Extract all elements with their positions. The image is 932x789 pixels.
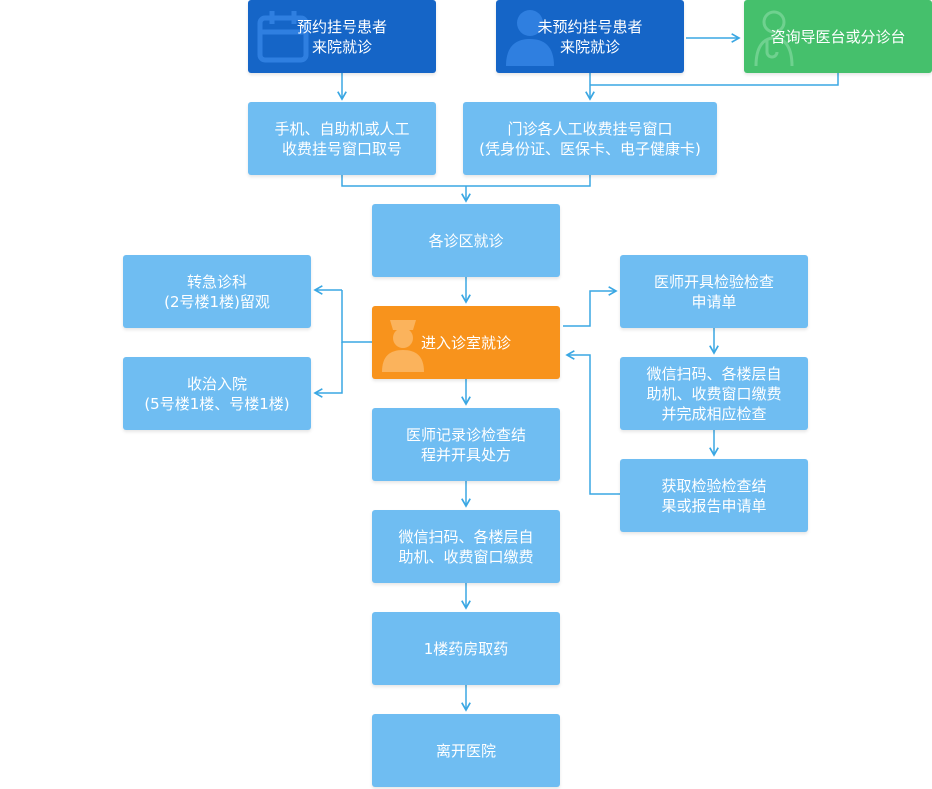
clinic-area-label: 各诊区就诊 xyxy=(428,231,504,250)
doctor-icon xyxy=(754,10,794,66)
arrow-room-to-tests xyxy=(563,286,618,327)
pay-tests-node: 微信扫码、各楼层自 助机、收费窗口缴费 并完成相应检查 xyxy=(620,357,808,430)
admission-label: 收治入院 (5号楼1楼、号楼1楼) xyxy=(144,374,290,413)
walkin-patient-label: 未预约挂号患者 来院就诊 xyxy=(537,17,643,56)
enter-room-node: 进入诊室就诊 xyxy=(372,306,560,379)
order-tests-node: 医师开具检验检查 申请单 xyxy=(620,255,808,328)
order-tests-label: 医师开具检验检查 申请单 xyxy=(653,272,774,311)
self-service-pickup-node: 手机、自助机或人工 收费挂号窗口取号 xyxy=(248,102,436,175)
get-results-label: 获取检验检查结 果或报告申请单 xyxy=(661,476,767,515)
record-prescription-node: 医师记录诊检查结 程并开具处方 xyxy=(372,408,560,481)
pay-prescription-label: 微信扫码、各楼层自 助机、收费窗口缴费 xyxy=(398,527,534,566)
admission-node: 收治入院 (5号楼1楼、号楼1楼) xyxy=(123,357,311,430)
leave-hospital-node: 离开医院 xyxy=(372,714,560,787)
enter-room-label: 进入诊室就诊 xyxy=(420,333,511,352)
line-consult-return xyxy=(590,73,839,86)
patient-icon xyxy=(506,10,554,66)
leave-hospital-label: 离开医院 xyxy=(435,741,496,760)
clinic-area-node: 各诊区就诊 xyxy=(372,204,560,277)
self-service-pickup-label: 手机、自助机或人工 收费挂号窗口取号 xyxy=(274,119,410,158)
window-register-node: 门诊各人工收费挂号窗口 (凭身份证、医保卡、电子健康卡) xyxy=(463,102,717,175)
pay-tests-label: 微信扫码、各楼层自 助机、收费窗口缴费 并完成相应检查 xyxy=(646,364,782,423)
consult-desk-label: 咨询导医台或分诊台 xyxy=(770,27,906,46)
arrow-to-admission xyxy=(313,342,343,398)
get-results-node: 获取检验检查结 果或报告申请单 xyxy=(620,459,808,532)
window-register-label: 门诊各人工收费挂号窗口 (凭身份证、医保卡、电子健康卡) xyxy=(479,119,701,158)
pharmacy-node: 1楼药房取药 xyxy=(372,612,560,685)
calendar-icon xyxy=(257,11,309,63)
pharmacy-label: 1楼药房取药 xyxy=(423,639,509,658)
line-room-to-branch xyxy=(341,290,372,343)
pay-prescription-node: 微信扫码、各楼层自 助机、收费窗口缴费 xyxy=(372,510,560,583)
walkin-patient-node: 未预约挂号患者 来院就诊 xyxy=(496,0,684,73)
appointment-patient-label: 预约挂号患者 来院就诊 xyxy=(296,17,387,56)
appointment-patient-node: 预约挂号患者 来院就诊 xyxy=(248,0,436,73)
emergency-label: 转急诊科 (2号楼1楼)留观 xyxy=(164,272,270,311)
nurse-icon xyxy=(382,320,424,372)
consult-desk-node: 咨询导医台或分诊台 xyxy=(744,0,932,73)
emergency-node: 转急诊科 (2号楼1楼)留观 xyxy=(123,255,311,328)
arrow-results-back-to-room xyxy=(565,350,620,495)
record-prescription-label: 医师记录诊检查结 程并开具处方 xyxy=(405,425,526,464)
line-pickup-merge xyxy=(341,175,591,187)
